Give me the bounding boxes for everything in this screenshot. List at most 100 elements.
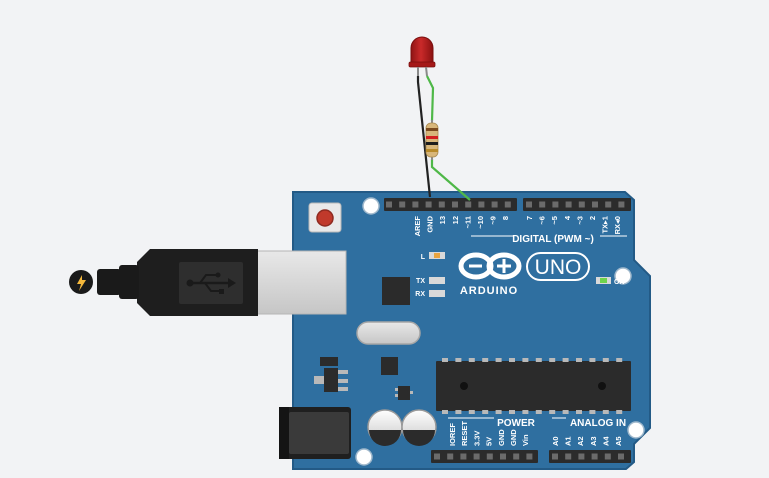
header-pin-hole[interactable] <box>591 453 598 460</box>
header-pin-hole[interactable] <box>605 201 612 208</box>
header-pin-hole[interactable] <box>552 453 558 460</box>
black-wire-gnd[interactable] <box>416 76 432 198</box>
power-header[interactable] <box>431 450 538 463</box>
header-pin-hole[interactable] <box>539 201 546 208</box>
chip-pin <box>535 410 542 414</box>
header-pin-hole[interactable] <box>452 201 458 208</box>
pin-label: IOREF <box>448 423 457 446</box>
analog-in-label: ANALOG IN <box>570 418 626 429</box>
chip-pin <box>509 410 515 414</box>
header-pin-hole[interactable] <box>438 201 445 208</box>
capacitor <box>401 409 437 446</box>
header-pin-hole[interactable] <box>604 453 611 460</box>
header-pin-hole[interactable] <box>618 201 625 208</box>
pin-label: A2 <box>576 436 585 446</box>
header-pin-hole[interactable] <box>500 453 506 460</box>
resistor-band <box>426 149 438 152</box>
pin-label: 4 <box>563 215 572 220</box>
header-pin-hole[interactable] <box>447 453 454 460</box>
chip-pin <box>549 358 556 362</box>
pin-label: 3.3V <box>472 431 481 446</box>
header-pin-hole[interactable] <box>486 453 493 460</box>
digital-header[interactable] <box>384 198 631 211</box>
header-pin-hole[interactable] <box>592 201 598 208</box>
header-pin-hole[interactable] <box>478 201 485 208</box>
analog-header[interactable] <box>549 450 631 463</box>
chip-pin <box>495 358 502 362</box>
chip-pin <box>562 410 569 414</box>
pin-label: A4 <box>601 436 610 446</box>
header-pin-hole[interactable] <box>434 453 440 460</box>
reset-button[interactable] <box>308 202 342 233</box>
header-pin-hole[interactable] <box>578 201 585 208</box>
small-chip <box>381 357 398 375</box>
header-pin-hole[interactable] <box>526 201 532 208</box>
header-pin-hole[interactable] <box>513 453 520 460</box>
usb-trident-icon <box>186 272 236 294</box>
header-pin-hole[interactable] <box>578 453 585 460</box>
power-led-light <box>600 278 607 283</box>
resistor-band <box>426 142 438 145</box>
header-pin-hole[interactable] <box>526 453 533 460</box>
chip-pin <box>509 358 515 362</box>
chip-pin <box>442 358 448 362</box>
chip-pin <box>468 358 475 362</box>
atmega-microcontroller <box>436 358 631 414</box>
header-pin-hole[interactable] <box>412 201 419 208</box>
chip-pin <box>482 410 489 414</box>
mounting-hole <box>355 448 373 466</box>
pin-label: Vin <box>521 434 530 446</box>
usb-cable[interactable] <box>69 249 347 316</box>
green-wire-pin11[interactable] <box>430 159 471 201</box>
pin-label: ~10 <box>476 216 485 229</box>
header-pin-hole[interactable] <box>425 201 432 208</box>
header-pin-hole[interactable] <box>491 201 498 208</box>
tx-led <box>429 277 445 284</box>
header-pin-hole[interactable] <box>565 201 572 208</box>
pin-label: 2 <box>588 216 597 220</box>
usb-b-connector <box>255 250 347 315</box>
chip-pin <box>616 358 623 362</box>
header-pin-hole[interactable] <box>399 201 406 208</box>
capacitor <box>367 409 403 446</box>
resistor-band <box>426 128 438 131</box>
chip-pin <box>522 410 529 414</box>
header-pin-hole[interactable] <box>618 453 624 460</box>
green-wire-anode[interactable] <box>426 75 435 122</box>
l-led-label: L <box>421 254 426 261</box>
pin-label: 7 <box>525 216 534 220</box>
chip-pin <box>616 410 623 414</box>
pin-label: GND <box>509 429 518 446</box>
resistor-band <box>426 136 438 139</box>
pin-label: ~3 <box>575 216 584 225</box>
header-pin-hole[interactable] <box>504 201 511 208</box>
chip-pin <box>455 358 462 362</box>
usb-interface-chip <box>382 277 410 305</box>
chip-pin <box>442 410 448 414</box>
header-pin-hole[interactable] <box>473 453 480 460</box>
pin-label: TX▸1 <box>601 216 610 234</box>
pin-label: A0 <box>551 436 560 446</box>
dc-power-jack[interactable] <box>279 407 351 459</box>
pin-label: ~11 <box>463 216 472 228</box>
red-led[interactable] <box>408 36 436 77</box>
chip-pin <box>576 410 582 414</box>
pin-label: 12 <box>451 216 460 224</box>
chip-pin <box>549 410 556 414</box>
rx-led-label: RX <box>415 291 425 298</box>
arduino-brand-label: ARDUINO <box>460 285 518 297</box>
header-pin-hole[interactable] <box>460 453 467 460</box>
chip-pin <box>589 410 596 414</box>
pin-label: A1 <box>564 436 573 446</box>
header-pin-hole[interactable] <box>565 453 572 460</box>
resistor[interactable] <box>425 120 439 160</box>
pin-label: AREF <box>413 216 422 237</box>
header-pin-hole[interactable] <box>465 201 472 208</box>
header-pin-hole[interactable] <box>552 201 559 208</box>
header-pin-hole[interactable] <box>386 201 392 208</box>
pin-label: RX◂0 <box>613 216 622 234</box>
